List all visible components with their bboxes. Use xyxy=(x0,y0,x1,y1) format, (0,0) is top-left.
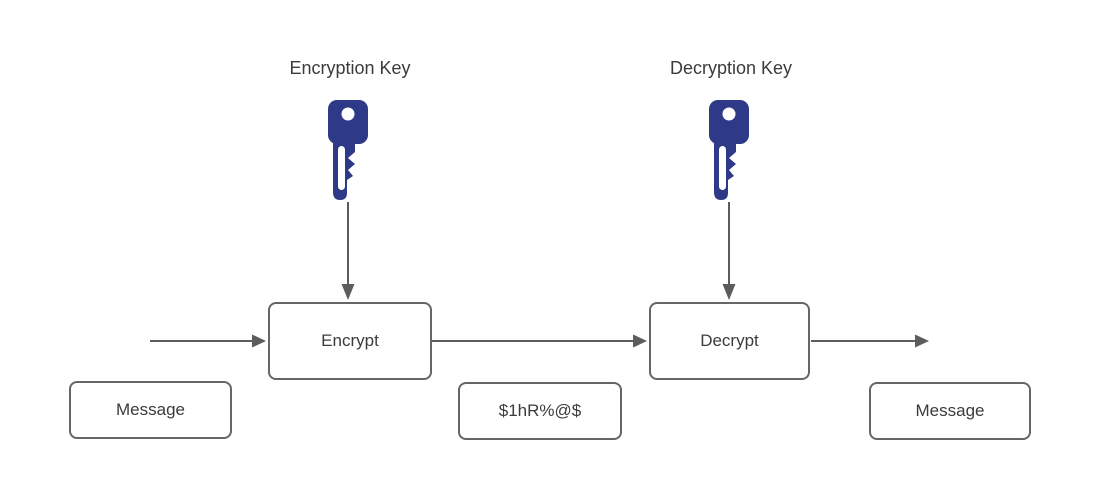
message-output-node: Message xyxy=(869,382,1031,440)
arrow-decrypt-to-message xyxy=(811,334,929,348)
encrypt-node-label: Encrypt xyxy=(321,331,379,350)
decrypt-node-label: Decrypt xyxy=(700,331,759,350)
arrow-decryption-key-to-decrypt xyxy=(722,202,736,300)
decryption-key-label: Decryption Key xyxy=(669,58,793,78)
encryption-key-icon xyxy=(328,100,368,200)
encryption-key-label: Encryption Key xyxy=(289,58,411,78)
arrow-encryption-key-to-encrypt xyxy=(341,202,355,300)
ciphertext-node: $1hR%@$ xyxy=(458,382,622,440)
message-output-label: Message xyxy=(915,401,985,420)
decrypt-node: Decrypt xyxy=(649,302,810,380)
message-input-node: Message xyxy=(69,381,232,439)
message-input-label: Message xyxy=(116,400,185,419)
decryption-key-icon xyxy=(709,100,749,200)
arrow-message-to-encrypt xyxy=(150,334,266,348)
arrow-encrypt-to-decrypt xyxy=(432,334,647,348)
ciphertext-label: $1hR%@$ xyxy=(498,401,582,420)
encrypt-node: Encrypt xyxy=(268,302,432,380)
